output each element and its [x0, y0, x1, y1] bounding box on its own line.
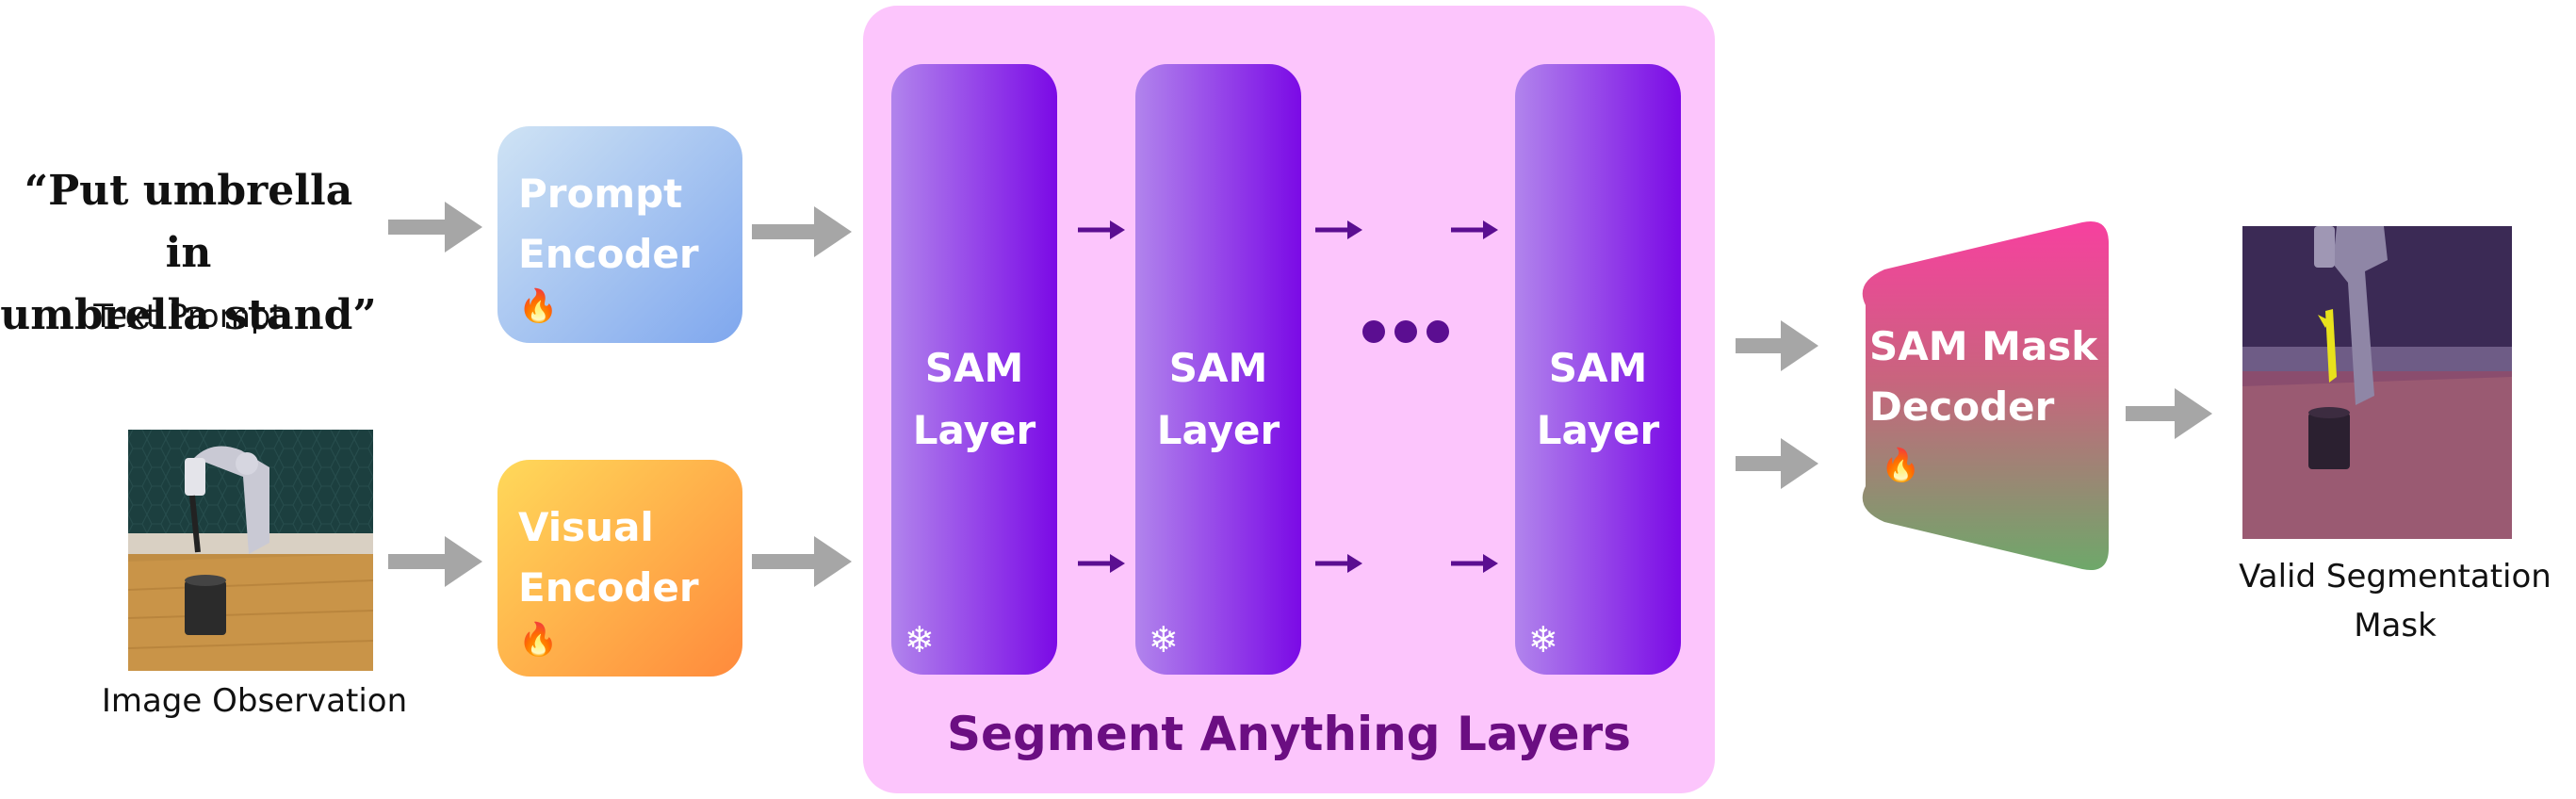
mask-decoder-shape: [1862, 220, 2109, 571]
ellipsis-icon: [1362, 320, 1466, 352]
snowflake-icon: ❄: [905, 619, 935, 660]
arrow-sam-1-to-2-bottom: [1078, 554, 1125, 573]
arrow-more-to-sam-3-top: [1451, 220, 1498, 239]
output-caption: Valid Segmentation Mask: [2214, 552, 2576, 650]
mask-decoder-label: SAM Mask Decoder: [1869, 317, 2097, 437]
mask-decoder-line-2: Decoder: [1869, 383, 2055, 430]
fire-icon: 🔥: [518, 287, 559, 325]
snowflake-icon: ❄: [1149, 619, 1179, 660]
sam-layer-1-line-2: Layer: [912, 407, 1036, 453]
arrow-decoder-to-output: [2126, 388, 2212, 439]
quote-line-2: umbrella stand”: [0, 291, 377, 339]
image-observation-thumbnail: [128, 430, 373, 671]
arrow-sam-2-to-more-top: [1315, 220, 1362, 239]
prompt-encoder-box: Prompt Encoder 🔥: [497, 126, 742, 343]
text-prompt-quote: “Put umbrella in umbrella stand”: [0, 160, 377, 347]
sam-layer-3-line-2: Layer: [1536, 407, 1660, 453]
visual-encoder-line-2: Encoder: [518, 564, 699, 611]
snowflake-icon: ❄: [1528, 619, 1558, 660]
sam-layer-1: SAM Layer ❄: [891, 64, 1057, 675]
visual-encoder-box: Visual Encoder 🔥: [497, 460, 742, 677]
fire-icon: 🔥: [518, 621, 559, 659]
fire-icon: 🔥: [1881, 447, 1921, 484]
arrow-image-to-visual-encoder: [388, 536, 482, 587]
sam-layer-3-line-1: SAM: [1548, 345, 1648, 391]
arrow-sam-2-to-more-bottom: [1315, 554, 1362, 573]
sam-layer-1-line-1: SAM: [924, 345, 1024, 391]
image-observation-caption: Image Observation: [101, 682, 408, 720]
arrow-sam-1-to-2-top: [1078, 220, 1125, 239]
prompt-encoder-line-2: Encoder: [518, 231, 699, 277]
sam-panel-title: Segment Anything Layers: [947, 707, 1631, 761]
text-prompt-caption: Text Prompt: [93, 298, 284, 335]
prompt-encoder-line-1: Prompt: [518, 171, 683, 217]
sam-layer-2-line-1: SAM: [1168, 345, 1268, 391]
output-caption-line-1: Valid Segmentation: [2239, 558, 2552, 595]
arrow-prompt-encoder-to-sam: [752, 206, 852, 257]
mask-decoder-line-1: SAM Mask: [1869, 323, 2098, 369]
segmentation-mask-image: [2242, 226, 2512, 539]
arrow-sam-to-decoder-top: [1736, 320, 1818, 371]
sam-layer-3: SAM Layer ❄: [1515, 64, 1681, 675]
arrow-more-to-sam-3-bottom: [1451, 554, 1498, 573]
arrow-visual-encoder-to-sam: [752, 536, 852, 587]
visual-encoder-line-1: Visual: [518, 504, 654, 550]
arrow-text-to-prompt-encoder: [388, 202, 482, 253]
sam-layer-2: SAM Layer ❄: [1135, 64, 1301, 675]
quote-line-1: “Put umbrella in: [24, 167, 353, 277]
output-caption-line-2: Mask: [2354, 607, 2437, 644]
arrow-sam-to-decoder-bottom: [1736, 438, 1818, 489]
sam-layer-2-line-2: Layer: [1156, 407, 1280, 453]
